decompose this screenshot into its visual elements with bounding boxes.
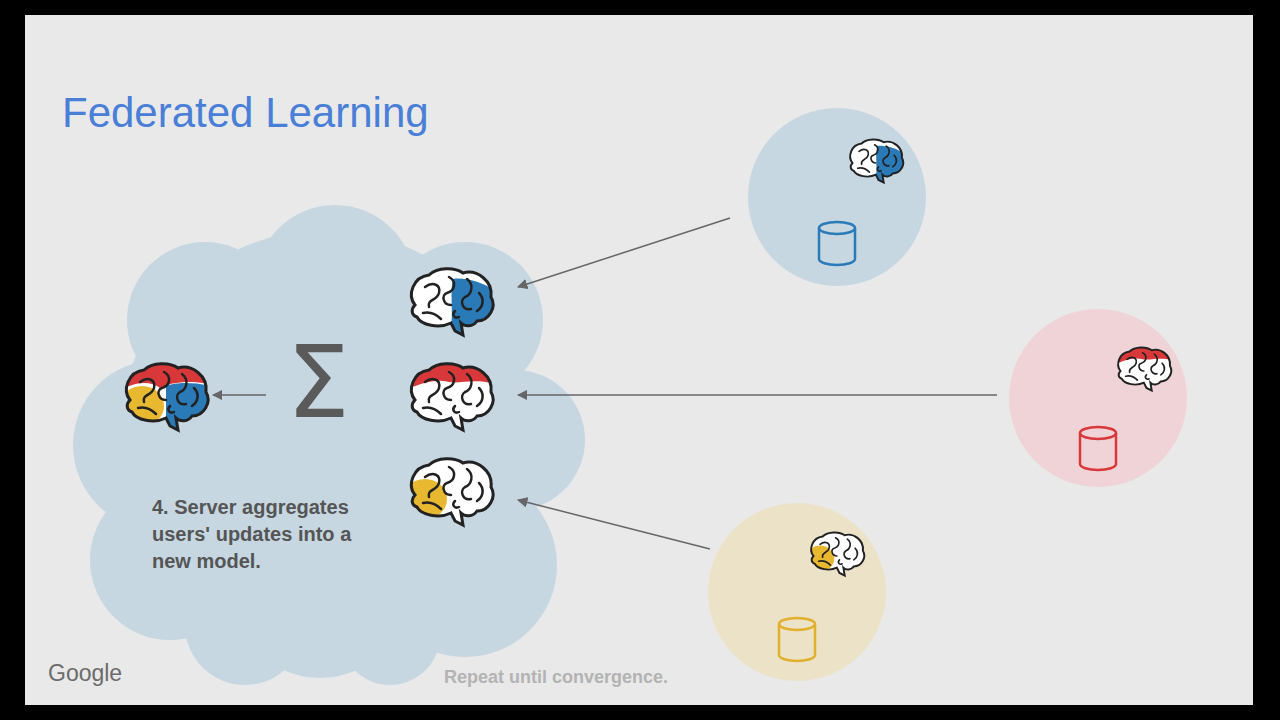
upload-arrow bbox=[518, 394, 997, 396]
brain-fill bbox=[850, 139, 903, 182]
upload-arrow bbox=[518, 218, 730, 287]
brain-outline bbox=[411, 459, 493, 525]
brain-fill bbox=[1118, 347, 1171, 390]
model-brain bbox=[120, 360, 210, 432]
brain-gyri bbox=[138, 372, 198, 414]
client-device-circle bbox=[708, 503, 886, 681]
brain-patch bbox=[806, 546, 835, 572]
database-body bbox=[819, 228, 855, 265]
brain-gyri bbox=[423, 467, 483, 509]
database-top bbox=[819, 222, 855, 234]
brain-outline bbox=[411, 364, 493, 430]
brain-gyri bbox=[858, 145, 897, 172]
brain-outline bbox=[1118, 347, 1171, 390]
brain-fill bbox=[411, 269, 493, 335]
server-cloud: 4. Server aggregates users' updates into… bbox=[70, 205, 585, 675]
brain-patch bbox=[405, 360, 495, 390]
brain-fill bbox=[411, 364, 493, 430]
cloud-lobe bbox=[340, 585, 440, 685]
sum-symbol: Σ bbox=[268, 333, 368, 433]
cloud-shape bbox=[70, 205, 585, 675]
client-brain bbox=[850, 139, 904, 183]
update-brain bbox=[405, 360, 495, 430]
brain-patch bbox=[1114, 345, 1173, 365]
brain-patch bbox=[120, 360, 210, 390]
database-top bbox=[1080, 427, 1116, 439]
brain-patch bbox=[403, 479, 447, 519]
brain-patch bbox=[166, 383, 210, 432]
update-brain bbox=[403, 459, 493, 525]
cloud-lobe bbox=[445, 370, 585, 510]
slide-title: Federated Learning bbox=[62, 88, 429, 138]
client-brain bbox=[806, 532, 865, 575]
brain-gyri bbox=[1126, 353, 1165, 380]
database-body bbox=[1080, 433, 1116, 470]
database-top bbox=[779, 618, 815, 630]
brain-gyri bbox=[423, 277, 483, 319]
database-body bbox=[779, 624, 815, 661]
brain-gyri bbox=[423, 372, 483, 414]
slide-caption: Repeat until convergence. bbox=[356, 667, 756, 688]
brain-outline bbox=[811, 532, 864, 575]
database-symbol bbox=[779, 618, 815, 661]
brain-patch bbox=[120, 386, 164, 426]
database-symbol bbox=[819, 222, 855, 265]
brain-outline bbox=[850, 139, 903, 182]
brand-logo: Google bbox=[48, 660, 122, 688]
database-symbol bbox=[1080, 427, 1116, 470]
aggregate-arrow bbox=[213, 394, 266, 396]
client-device-circle bbox=[748, 108, 926, 286]
upload-arrow bbox=[518, 500, 710, 549]
client-brain bbox=[1114, 345, 1173, 391]
brain-fill bbox=[126, 364, 208, 430]
brain-outline bbox=[411, 269, 493, 335]
step-description: 4. Server aggregates users' updates into… bbox=[152, 494, 384, 575]
client-device-circle bbox=[1009, 309, 1187, 487]
brain-patch bbox=[875, 146, 905, 184]
brain-fill bbox=[411, 459, 493, 525]
brain-patch bbox=[449, 279, 495, 337]
brain-outline bbox=[126, 364, 208, 430]
update-brain bbox=[411, 269, 495, 337]
brain-fill bbox=[811, 532, 864, 575]
brain-gyri bbox=[819, 538, 858, 565]
cloud-lobe bbox=[185, 565, 305, 685]
